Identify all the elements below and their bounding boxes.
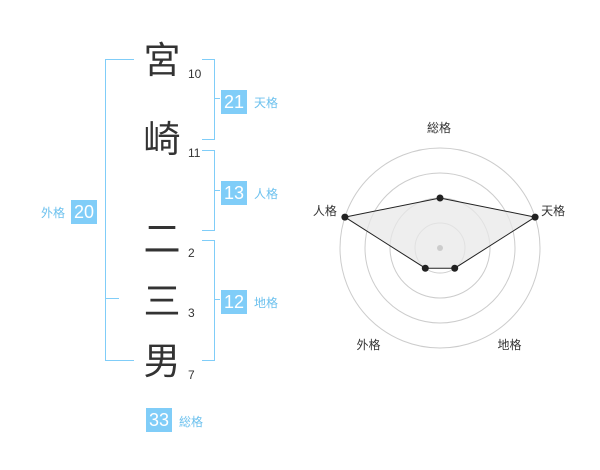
name-char-5: 男 xyxy=(143,340,181,383)
chikaku-label: 地格 xyxy=(254,296,279,310)
radar-ring-3 xyxy=(364,172,516,324)
gaikaku-badge: 20 xyxy=(71,200,98,224)
name-char-4: 三 xyxy=(143,280,181,323)
chikaku-connector xyxy=(214,299,220,300)
tenkaku-label: 天格 xyxy=(254,96,279,110)
radar-center-dot xyxy=(437,245,443,251)
stroke-count-4: 3 xyxy=(188,306,195,320)
stroke-count-5: 7 xyxy=(188,368,195,382)
stroke-count-3: 2 xyxy=(188,246,195,260)
stroke-count-2: 11 xyxy=(188,146,201,160)
radar-axis-label-1: 総格 xyxy=(427,121,452,135)
gaikaku-label: 外格 xyxy=(41,206,66,220)
jinkaku-badge: 13 xyxy=(221,181,248,205)
family-given-divider xyxy=(105,298,119,299)
radar-point-4 xyxy=(421,264,429,272)
chikaku-bracket xyxy=(202,240,215,361)
radar-point-5 xyxy=(341,213,349,221)
name-char-2: 崎 xyxy=(143,118,181,161)
gaikaku-bracket xyxy=(105,59,134,361)
stroke-count-1: 10 xyxy=(188,67,202,81)
jinkaku-connector xyxy=(214,190,220,191)
radar-axis-label-2: 天格 xyxy=(541,203,566,218)
soukaku-badge: 33 xyxy=(146,408,173,432)
radar-ring-4 xyxy=(339,147,541,349)
radar-point-3 xyxy=(451,264,459,272)
jinkaku-label: 人格 xyxy=(254,187,279,201)
radar-axis-label-4: 外格 xyxy=(356,338,381,353)
soukaku-label: 総格 xyxy=(179,415,204,429)
tenkaku-connector xyxy=(214,98,220,99)
radar-axis-label-5: 人格 xyxy=(312,203,337,218)
name-char-1: 宮 xyxy=(143,39,181,82)
radar-axis-label-3: 地格 xyxy=(497,338,522,353)
chikaku-badge: 12 xyxy=(221,290,248,314)
radar-point-1 xyxy=(436,194,444,202)
radar-polygon xyxy=(343,197,537,269)
name-char-3: 二 xyxy=(143,218,181,261)
radar-point-2 xyxy=(531,213,539,221)
tenkaku-badge: 21 xyxy=(221,90,248,114)
tenkaku-bracket xyxy=(202,59,215,140)
